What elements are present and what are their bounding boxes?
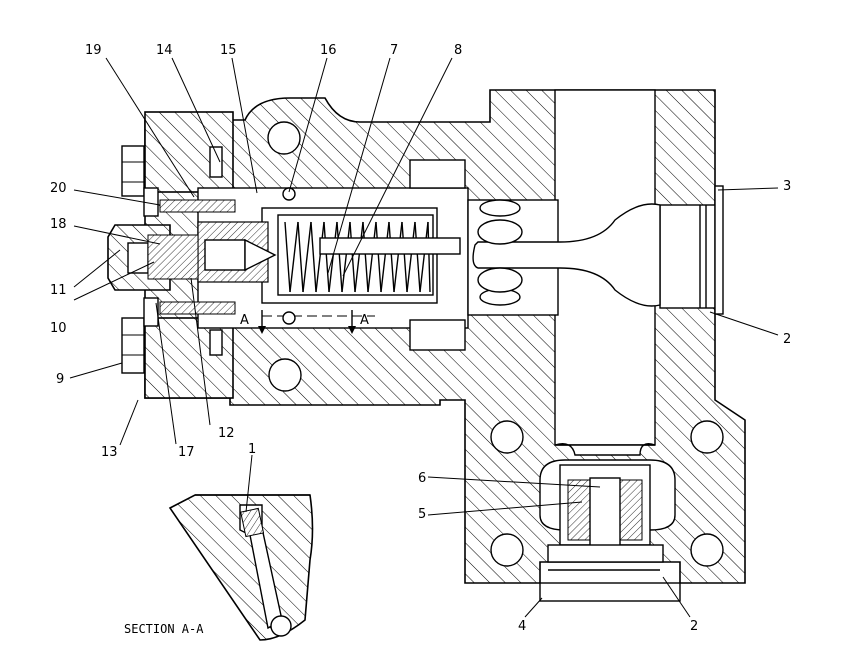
callout-5: 5 — [418, 507, 426, 522]
callout-4: 4 — [518, 619, 526, 634]
section-cut-line: A A — [240, 310, 375, 334]
mounting-holes — [267, 121, 724, 567]
port-notches — [209, 146, 466, 356]
lower-check-valve — [539, 459, 681, 602]
spring — [277, 214, 461, 296]
callout-13: 13 — [101, 445, 118, 460]
callout-19: 19 — [85, 43, 102, 58]
callout-3: 3 — [783, 179, 791, 194]
callout-15: 15 — [220, 43, 237, 58]
callout-10: 10 — [50, 321, 67, 336]
callout-20: 20 — [50, 181, 67, 196]
callout-8: 8 — [454, 43, 462, 58]
leader-lines — [69, 57, 779, 618]
callout-17: 17 — [178, 445, 195, 460]
section-a-a-view: SECTION A-A — [124, 494, 314, 641]
callout-12: 12 — [218, 426, 235, 441]
callout-18: 18 — [50, 217, 67, 232]
bolts — [121, 145, 159, 374]
callout-16: 16 — [320, 43, 337, 58]
callout-2-bottom: 2 — [690, 619, 698, 634]
callout-2-right: 2 — [783, 332, 791, 347]
callout-14: 14 — [156, 43, 173, 58]
piston — [159, 199, 277, 315]
callout-7: 7 — [390, 43, 398, 58]
callout-9: 9 — [56, 372, 64, 387]
callout-labels: 19 14 15 16 7 8 20 18 11 10 9 13 17 12 3… — [50, 43, 791, 634]
section-caption: SECTION A-A — [124, 622, 204, 636]
end-plug — [107, 224, 199, 291]
callout-1: 1 — [248, 442, 256, 457]
section-mark-a-left: A — [240, 313, 249, 328]
section-mark-a-right: A — [360, 313, 369, 328]
callout-6: 6 — [418, 471, 426, 486]
spool-head — [472, 199, 661, 307]
callout-11: 11 — [50, 283, 67, 298]
